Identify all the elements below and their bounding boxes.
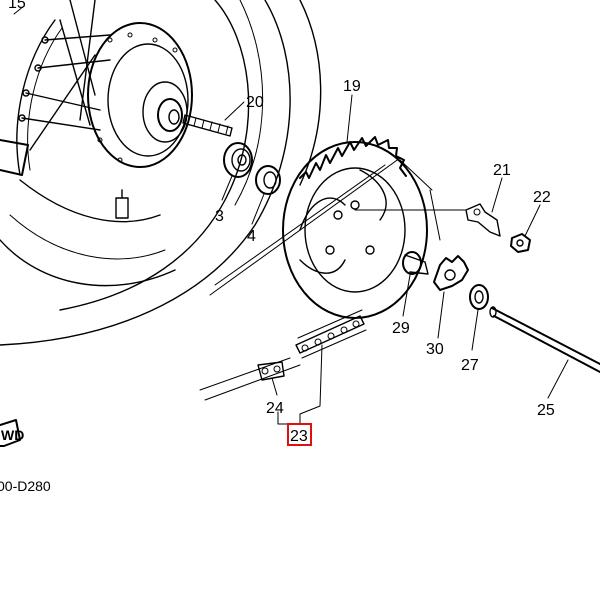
- drawing-code: 00-D280: [0, 478, 51, 494]
- drive-chain: [295, 309, 367, 359]
- callout-23-highlight: [287, 423, 312, 446]
- rear-axle: [489, 306, 600, 373]
- bearing: [223, 142, 253, 178]
- collar: [402, 251, 429, 275]
- washer: [469, 284, 489, 310]
- chain-adjuster: [433, 255, 469, 291]
- stud-bolt: [182, 114, 233, 137]
- chain-master-link: [257, 361, 285, 381]
- callout-25: 25: [537, 402, 555, 419]
- callout-27: 27: [461, 357, 479, 374]
- callout-3: 3: [215, 208, 224, 225]
- spokes: [18, 0, 111, 151]
- callout-24: 24: [266, 400, 284, 417]
- callout-4: 4: [247, 228, 256, 245]
- callout-23: 23: [290, 428, 308, 445]
- callout-19: 19: [343, 78, 361, 95]
- oil-seal: [255, 165, 281, 195]
- callout-21: 21: [493, 162, 511, 179]
- callout-30: 30: [426, 341, 444, 358]
- wheel-hub: [87, 22, 193, 168]
- rear-sprocket: [282, 136, 428, 319]
- tire-outline: [0, 0, 322, 346]
- callout-15: 15: [8, 0, 26, 12]
- callout-22: 22: [533, 189, 551, 206]
- callout-labels: 15 19 20 21 22 3 4 29 30 27 24 25 23: [8, 0, 555, 446]
- axle-nut: [510, 233, 531, 253]
- chain-run-lines: [199, 157, 441, 401]
- wd-badge: WD: [0, 419, 24, 447]
- callout-29: 29: [392, 320, 410, 337]
- wd-badge-text: WD: [1, 427, 24, 443]
- callout-20: 20: [246, 94, 264, 111]
- leader-lines: [13, 5, 569, 425]
- chain-puller: [465, 203, 501, 237]
